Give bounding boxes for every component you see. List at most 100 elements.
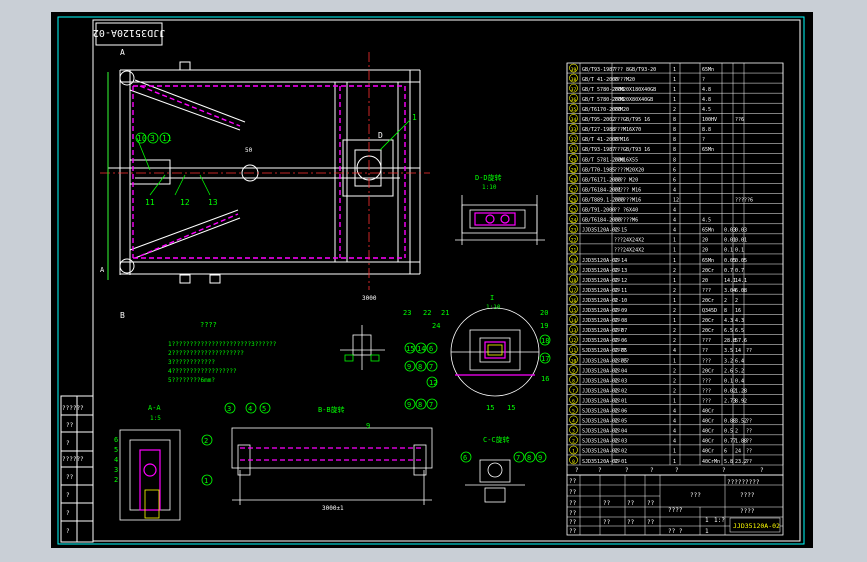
balloon-i: 6: [429, 345, 433, 353]
bom-cell: ?????6: [735, 197, 753, 203]
bom-cell: 57.6: [735, 338, 747, 344]
bom-cell: ??? 8GB/T93-20: [614, 67, 656, 73]
bom-cell: ??: [614, 338, 620, 344]
title-cell: ??: [627, 519, 635, 526]
bom-cell: ??: [614, 419, 620, 425]
bom-footer-cell: ?: [675, 467, 679, 474]
bom-cell: 1: [673, 238, 676, 244]
bom-cell: 1: [673, 258, 676, 264]
bom-cell: 17: [571, 288, 577, 294]
bom-cell: GB/T95-2002: [582, 117, 615, 123]
tech-req-line: 5????????6mm?: [168, 377, 215, 384]
bom-footer-cell: ?: [722, 467, 726, 474]
bom-cell: ???GB/T95 16: [614, 117, 650, 123]
bom-cell: 2: [673, 378, 676, 384]
bom-cell: 33: [571, 127, 577, 133]
bom-cell: 12: [571, 338, 577, 344]
bom-index-balloon: [569, 194, 578, 203]
bom-cell: ???: [702, 378, 711, 384]
bom-cell: ??6: [735, 117, 744, 123]
balloon-i: 24: [432, 322, 440, 330]
bom-index-balloon: [569, 405, 578, 415]
bom-cell: 0.77: [724, 439, 736, 445]
bom-cell: ??: [614, 388, 620, 394]
balloon-cc: 7: [516, 454, 520, 462]
bom-cell: 1: [673, 67, 676, 73]
bom-cell: JJD35120A-02-13: [582, 268, 627, 274]
bom-cell: 8.92: [735, 398, 747, 404]
bom-cell: 31: [571, 147, 577, 153]
bom-cell: 35: [571, 107, 577, 113]
bom-cell: 4: [673, 409, 676, 415]
bom-index-balloon: [569, 134, 578, 143]
bom-cell: 32: [571, 137, 577, 143]
bom-cell: 20: [702, 278, 708, 284]
bom-cell: ??: [614, 449, 620, 455]
bom-cell: 0: [572, 459, 575, 465]
bom-cell: GB/T70-1985: [582, 167, 615, 173]
bom-cell: ????M20: [614, 77, 635, 83]
bom-cell: SJD35120A-02-04: [582, 429, 627, 435]
bom-cell: 20: [571, 258, 577, 264]
bom-cell: 18: [571, 278, 577, 284]
bom-cell: 34: [571, 117, 577, 123]
bom-cell: 2: [673, 388, 676, 394]
bom-cell: 24: [571, 218, 577, 224]
bom-cell: 20Cr: [702, 298, 714, 304]
title-cell: ??: [603, 500, 611, 507]
view-b-b: B-B旋转 3 4 5 9 3000±1: [224, 402, 433, 512]
bom-cell: 23.2: [735, 459, 747, 465]
bom-cell: ??M20X180X40GB: [614, 87, 656, 93]
balloon-i: 12: [429, 379, 437, 387]
title-cell: ??: [569, 510, 577, 517]
bom-cell: JJD35120A-02-03: [582, 378, 627, 384]
bom-cell: ??: [614, 378, 620, 384]
tech-req-line: 3????????????: [168, 359, 215, 366]
balloon-i: 17: [541, 355, 549, 363]
bom-cell: SJD35120A-02-05: [582, 348, 627, 354]
bom-cell: GB/T 41-2000: [582, 77, 618, 83]
bom-cell: 38: [571, 77, 577, 83]
bom-cell: 2: [673, 328, 676, 334]
bom-cell: ??: [746, 419, 752, 425]
view-a-a: A-A 1:5 6 5 4 3 2 1 2: [114, 404, 213, 521]
view-d-d: D-D旋转 1:10: [455, 173, 545, 245]
bom-cell: ??: [614, 288, 620, 294]
bom-cell: 4.5: [702, 218, 711, 224]
bom-cell: JJD35120A-02-11: [582, 288, 627, 294]
bom-cell: JJD35120A-02-09: [582, 308, 627, 314]
bom-cell: 16: [735, 308, 741, 314]
title-cell: ??: [647, 500, 655, 507]
bom-cell: 22: [571, 238, 577, 244]
tech-req-line: 1??????????????????????3??????: [168, 341, 277, 348]
bom-cell: 1: [673, 278, 676, 284]
bom-cell: 3.2: [724, 358, 733, 364]
bom-cell: 40CrMn: [702, 459, 720, 465]
balloon-aa: 5: [114, 446, 118, 454]
left-strip-text: ?????? ?? ? ?????? ?? ? ? ?: [62, 405, 84, 535]
bom-cell: JJD35120A-02-15: [582, 228, 627, 234]
bom-cell: 20: [702, 248, 708, 254]
bom-cell: 10: [571, 358, 577, 364]
section-mark-b-bottom: B: [120, 311, 125, 320]
bom-cell: 3: [572, 429, 575, 435]
bom-index-balloon: [569, 184, 578, 193]
bom-cell: ??: [614, 398, 620, 404]
bom-cell: GB/T93-1987: [582, 147, 615, 153]
balloon-aa: 2: [204, 437, 208, 445]
bom-cell: GB/T 41-2000: [582, 137, 618, 143]
bom-index-balloon: [569, 124, 578, 133]
bom-cell: 0.5: [724, 429, 733, 435]
balloon-main: 3: [150, 134, 155, 143]
balloon-aa: 4: [114, 456, 118, 464]
bom-cell: 6.5: [724, 328, 733, 334]
balloon-aa: 3: [114, 466, 118, 474]
bom-cell: ??: [614, 429, 620, 435]
bom-cell: GB/T93-1987: [582, 67, 615, 73]
title-sub: ????: [740, 508, 755, 515]
bom-cell: 2: [735, 429, 738, 435]
bom-cell: 21: [571, 248, 577, 254]
bom-cell: JJD35120A-02-07: [582, 328, 627, 334]
balloon-i: 22: [423, 309, 431, 317]
bom-cell: GB/T27-1988: [582, 127, 615, 133]
